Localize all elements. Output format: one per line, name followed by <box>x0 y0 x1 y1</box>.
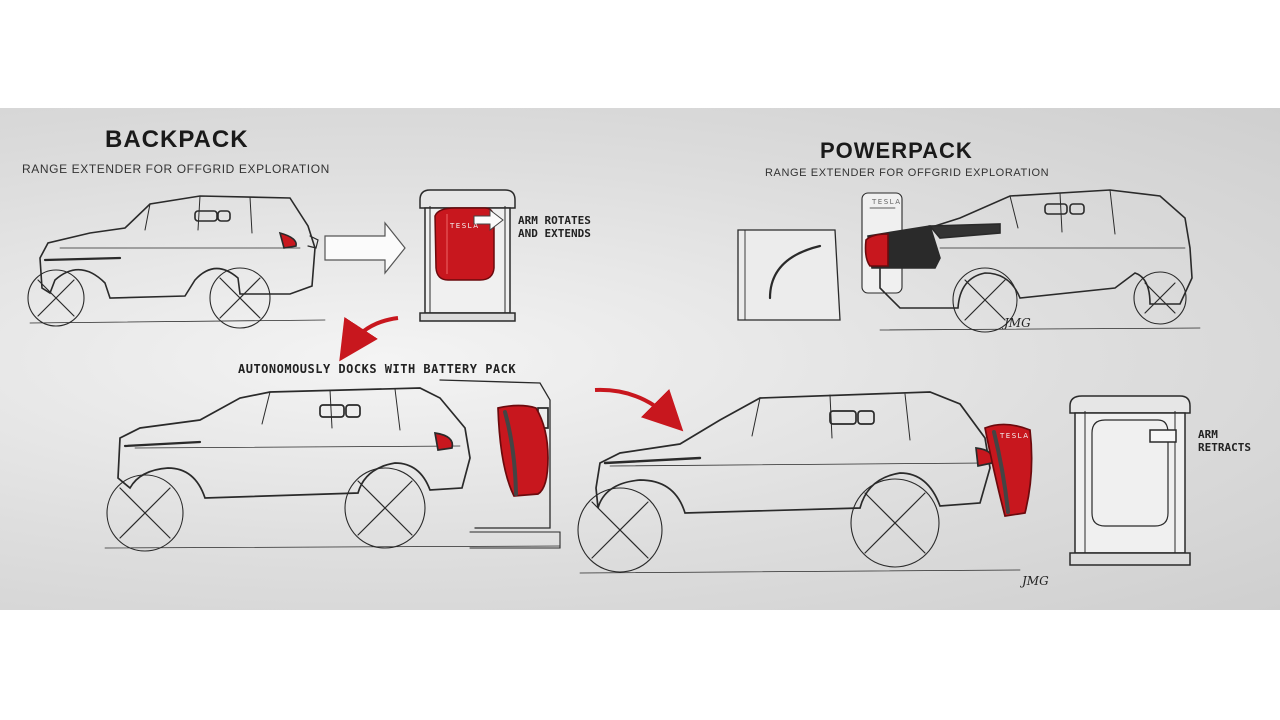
artist-signature: JMG <box>1022 574 1049 588</box>
artist-signature: JMG <box>1004 316 1031 330</box>
dock-caption: AUTONOMOUSLY DOCKS WITH BATTERY PACK <box>238 362 517 376</box>
battery-station-rotating: TESLA <box>419 189 516 322</box>
brand-mark-station: TESLA <box>449 222 480 230</box>
brand-mark-pack: TESLA <box>999 432 1030 440</box>
backpack-subtitle: RANGE EXTENDER FOR OFFGRID EXPLORATION <box>22 162 330 176</box>
curved-arrow-icon <box>594 387 684 432</box>
backpack-vehicle-sketch <box>27 195 326 329</box>
powerpack-title: POWERPACK <box>820 138 973 163</box>
concept-sketch-sheet: TESLA TESLA <box>0 108 1280 610</box>
backpack-title: BACKPACK <box>105 126 249 153</box>
docking-vehicle-sketch <box>104 379 561 552</box>
arm-rotates-note: ARM ROTATES AND EXTENDS <box>518 214 591 240</box>
powerpack-vehicle-sketch: TESLA <box>737 189 1201 333</box>
powerpack-subtitle: RANGE EXTENDER FOR OFFGRID EXPLORATION <box>765 167 1050 179</box>
arrow-right-icon <box>324 221 406 275</box>
battery-station-retracted <box>1069 395 1191 566</box>
sketch-artwork: TESLA TESLA <box>27 189 1201 574</box>
backpack-equipped-vehicle: TESLA <box>577 391 1033 574</box>
arm-retracts-note: ARM RETRACTS <box>1198 428 1251 454</box>
brand-mark-pole: TESLA <box>871 198 902 206</box>
curved-arrow-icon <box>339 316 399 362</box>
